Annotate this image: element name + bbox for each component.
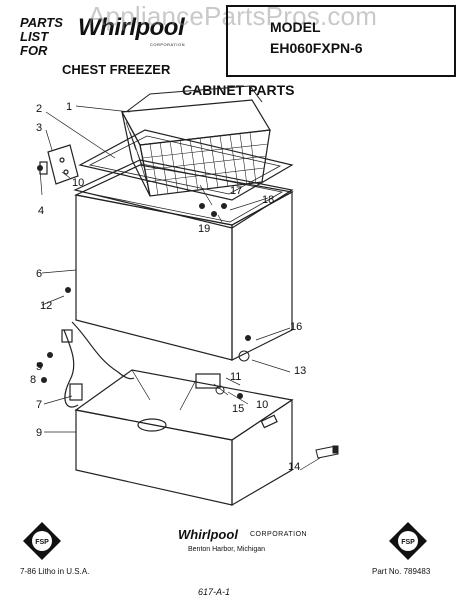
callout-14: 14 (288, 461, 300, 473)
callout-2: 2 (36, 103, 42, 115)
callout-13: 13 (294, 365, 306, 377)
footer-corporation: CORPORATION (250, 531, 308, 538)
wiring-drawing (61, 321, 135, 408)
basket-drawing (121, 85, 271, 197)
callout-7: 7 (36, 399, 42, 411)
callout-12: 12 (40, 300, 52, 312)
callout-16: 16 (290, 321, 302, 333)
callout-8: 8 (30, 374, 36, 386)
cabinet-drawing (74, 164, 294, 361)
callout-11: 11 (230, 371, 241, 383)
callout-9: 9 (36, 427, 42, 439)
part-number: Part No. 789483 (372, 567, 431, 576)
part-14-drawing (315, 445, 339, 459)
callout-1: 1 (66, 101, 72, 113)
for-line: FOR (20, 43, 48, 58)
fsp-logo-left: FSP (23, 522, 61, 560)
parts-line: PARTS (20, 15, 63, 30)
hinge-drawing (39, 144, 79, 185)
callout-4: 4 (38, 205, 44, 217)
callout-5: 5 (36, 361, 42, 373)
brand-corporation: CORPORATION (150, 42, 185, 47)
fsp-logo-left-text: FSP (35, 539, 49, 546)
callout-6: 6 (36, 268, 42, 280)
callout-3: 3 (36, 122, 42, 134)
section-title: CABINET PARTS (182, 82, 295, 98)
litho-note: 7-86 Litho in U.S.A. (20, 567, 90, 576)
model-label: MODEL (270, 19, 321, 35)
footer-brand: Whirlpool (178, 527, 238, 542)
footer-address: Benton Harbor, Michigan (188, 546, 266, 553)
leader-lines (39, 105, 321, 471)
callout-labels: 1 2 3 4 5 6 7 8 9 10 10 11 12 13 14 15 1… (30, 101, 306, 473)
brand-logo: Whirlpool (78, 14, 185, 41)
model-number: EH060FXPN-6 (270, 40, 363, 56)
base-drawing (74, 369, 294, 507)
page-code: 617-A-1 (198, 587, 231, 597)
callout-15: 15 (232, 403, 244, 415)
callout-10b: 10 (256, 399, 268, 411)
screw-drawings (37, 165, 251, 399)
list-line: LIST (20, 29, 49, 44)
callout-19: 19 (198, 223, 210, 235)
fsp-logo-right: FSP (389, 522, 427, 560)
callout-18: 18 (262, 194, 274, 206)
fsp-logo-right-text: FSP (401, 539, 415, 546)
model-box (226, 5, 456, 77)
parts-list-heading: PARTS LIST FOR (20, 16, 63, 58)
product-name: CHEST FREEZER (62, 62, 171, 77)
callout-10a: 10 (72, 177, 84, 189)
callout-17: 17 (230, 185, 242, 197)
